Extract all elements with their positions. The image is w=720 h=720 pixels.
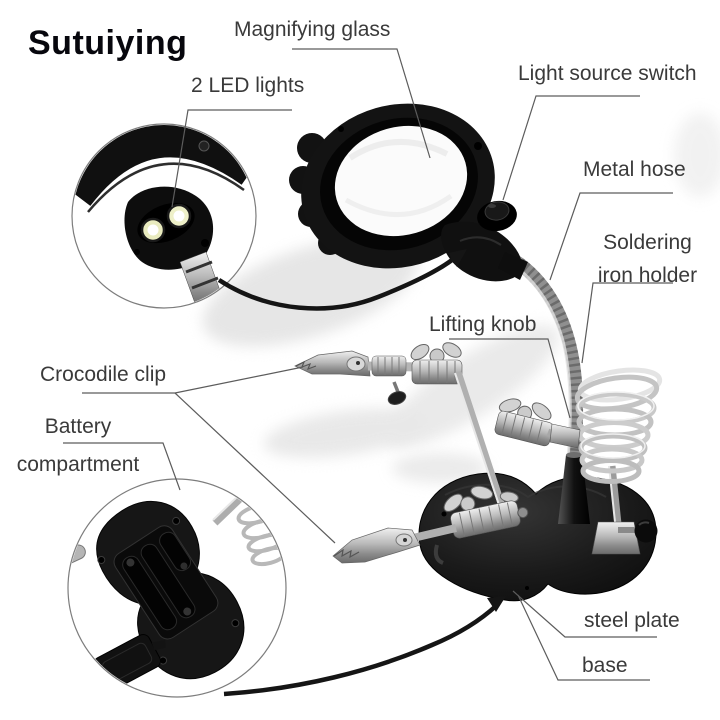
leader-led-lights [171,109,292,208]
label-light-source-switch: Light source switch [518,62,697,85]
holder-leg [591,465,658,555]
wing-nut-lower [443,485,529,539]
led-inset-arrow [217,254,459,311]
label-battery-compartment: Battery compartment [8,408,148,484]
magnifier [289,103,528,282]
crocodile-clip-lower [332,527,421,564]
label-lifting-knob: Lifting knob [429,313,537,336]
leader-magnifying-glass [292,48,431,159]
led-inset-circle [71,123,257,309]
lifting-knob-part [549,423,581,449]
leader-steel-plate [512,590,657,638]
wing-nut-upper [410,342,463,385]
leader-lifting-knob [449,338,571,419]
label-base: base [582,654,628,677]
label-soldering-line2: iron holder [597,264,698,287]
leader-battery [63,442,181,491]
label-metal-hose: Metal hose [583,158,686,181]
battery-inset-circle [67,478,287,698]
gooseneck-hose [510,254,584,463]
leader-light-source-switch [502,95,640,201]
label-steel-plate: steel plate [584,609,680,632]
wing-nut-center [494,398,554,447]
label-soldering-line1: Soldering [603,231,692,254]
helping-hand-arms [294,342,581,565]
label-crocodile-clip: Crocodile clip [40,363,167,386]
label-soldering-iron-holder: Soldering iron holder [585,226,710,292]
leader-lines [63,48,673,681]
led-light-2 [166,203,192,229]
brand-logo: Sutuiying [28,24,188,62]
light-switch [477,200,517,232]
crocodile-clip-upper [294,350,371,377]
leader-metal-hose [549,192,673,281]
led-light-1 [140,217,166,243]
leader-base [517,594,650,681]
label-battery-line2: compartment [16,453,140,476]
leader-crocodile-lower [174,392,336,544]
battery-inset-arrow [223,603,499,697]
spring-coil [574,367,663,484]
base-unit [418,472,657,602]
label-battery-line1: Battery [44,415,112,438]
label-led-lights: 2 LED lights [191,74,305,97]
inset-arrows [217,249,506,697]
base-underside [96,501,245,680]
leader-soldering-iron-holder [581,282,673,364]
label-magnifying-glass: Magnifying glass [234,18,391,41]
